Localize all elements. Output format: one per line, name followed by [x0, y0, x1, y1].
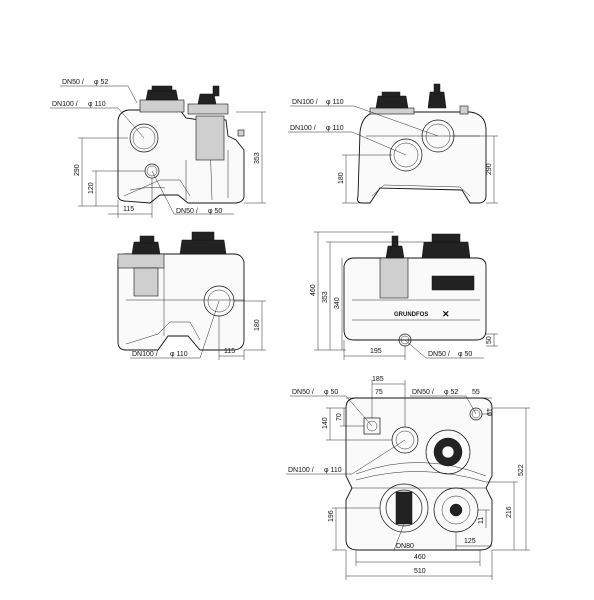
dim-340: 340 [334, 297, 341, 309]
dim-120: 120 [88, 182, 95, 194]
label-dn100: DN100 / [52, 101, 78, 108]
dim-180: 180 [338, 172, 345, 184]
label-phi52: φ 52 [94, 79, 108, 86]
label-dn50: DN50 / [428, 351, 450, 358]
dim-61: 61 [487, 408, 494, 416]
dim-460: 460 [310, 284, 317, 296]
label-phi50: φ 50 [324, 389, 338, 396]
label-phi52: φ 52 [444, 389, 458, 396]
label-dn100: DN100 / [132, 351, 158, 358]
dim-522: 522 [518, 464, 525, 476]
label-phi110: φ 110 [324, 467, 342, 474]
view-side-right: GRUNDFOS ✕ DN50 / φ 50 460 353 340 195 5… [310, 231, 498, 360]
dim-115: 115 [123, 206, 134, 213]
label-phi50: φ 50 [458, 351, 472, 358]
label-phi110-a: φ 110 [326, 99, 344, 106]
dim-353: 353 [322, 291, 329, 303]
dim-125: 125 [464, 538, 476, 545]
dim-196: 196 [328, 510, 335, 522]
dim-290: 290 [74, 164, 81, 176]
label-dn50-b: DN50 / [412, 389, 434, 396]
view-side-left: DN100 / φ 110 180 115 [117, 231, 266, 360]
dim-11: 11 [478, 517, 485, 524]
label-dn100: DN100 / [288, 467, 314, 474]
dim-353: 353 [254, 152, 261, 164]
dim-180: 180 [254, 319, 261, 331]
dim-195: 195 [370, 348, 382, 355]
dim-460: 460 [414, 554, 426, 561]
label-phi50: φ 50 [208, 208, 222, 215]
view-top: DN50 / φ 50 DN50 / φ 52 DN100 / φ 110 DN… [286, 376, 530, 580]
brand-label: GRUNDFOS [394, 312, 428, 318]
dim-50: 50 [486, 336, 493, 344]
dim-510: 510 [414, 568, 426, 575]
dim-55: 55 [472, 389, 480, 396]
dim-115: 115 [224, 348, 235, 355]
dim-290: 290 [486, 163, 493, 175]
view-front-left: DN50 / φ 52 DN100 / φ 110 DN50 / φ 50 29… [50, 79, 266, 218]
dim-216: 216 [506, 506, 513, 518]
brand-x-mark: ✕ [442, 309, 450, 319]
label-phi110: φ 110 [88, 101, 106, 108]
label-dn50: DN50 / [62, 79, 84, 86]
dim-75: 75 [375, 389, 383, 396]
view-front-right: DN100 / φ 110 DN100 / φ 110 180 290 [288, 83, 498, 204]
label-dn50-b: DN50 / [176, 208, 198, 215]
dim-70: 70 [336, 413, 343, 421]
label-dn80: DN80 [396, 543, 414, 550]
label-phi110-b: φ 110 [326, 125, 344, 132]
dim-185: 185 [372, 376, 384, 383]
dim-140: 140 [322, 417, 329, 429]
label-dn50-a: DN50 / [292, 389, 314, 396]
label-dn100-a: DN100 / [292, 99, 318, 106]
label-dn100-b: DN100 / [290, 125, 316, 132]
label-phi110: φ 110 [170, 351, 188, 358]
